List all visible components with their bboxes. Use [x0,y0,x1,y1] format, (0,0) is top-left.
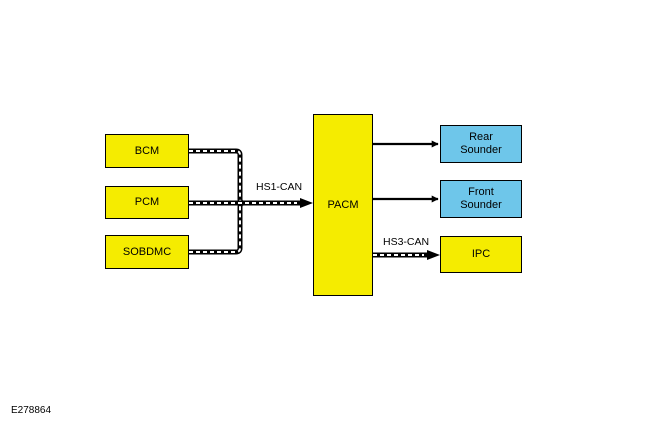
hs3-can-label: HS3-CAN [383,236,430,248]
sobdmc-module: SOBDMC [105,235,189,269]
hs3-can-arrowhead [427,250,440,260]
bcm-module: BCM [105,134,189,168]
hs1-can-bcm-line-dash [189,150,245,204]
hs1-can-bcm-line [189,148,245,206]
hs1-can-sobdmc-line [189,200,245,255]
rear-sounder-label-line1: Rear [469,131,493,143]
ipc-label: IPC [471,248,491,260]
pcm-label: PCM [134,196,160,208]
front-sounder-module: Front Sounder [440,180,522,218]
bcm-label: BCM [134,144,160,157]
front-sounder-label-line1: Front [468,186,494,198]
pacm-label: PACM [327,198,359,211]
hs1-can-label: HS1-CAN [256,181,303,193]
pcm-module: PCM [105,186,189,219]
front-sounder-label-line2: Sounder [460,199,502,211]
figure-id: E278864 [11,405,52,416]
sobdmc-label: SOBDMC [122,245,172,258]
hs1-can-arrowhead [300,198,313,208]
hs1-can-sobdmc-line-dash [189,202,245,253]
rear-sounder-module: Rear Sounder [440,125,522,163]
ipc-module: IPC [440,236,522,273]
pacm-module: PACM [313,114,373,296]
rear-sounder-label-line2: Sounder [460,144,502,156]
